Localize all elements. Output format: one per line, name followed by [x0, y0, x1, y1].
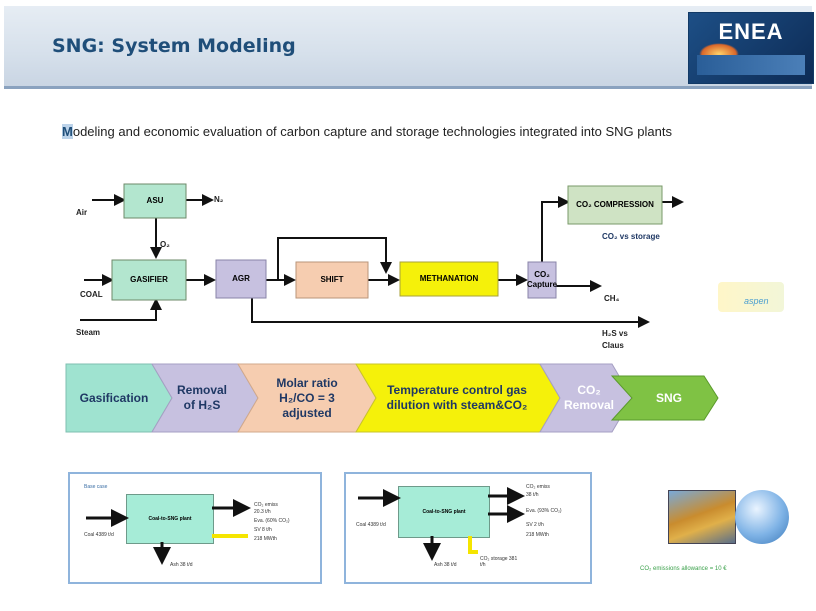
mini-base-out-2: Eva. (60% CO₂) [254, 518, 290, 524]
arrow-steam-gasifier [80, 298, 162, 321]
mini-base-tag: Base case [84, 484, 108, 490]
emissions-caption: CO₂ emissions allowance = 10 € [640, 566, 727, 572]
co2-compression-box: CO₂ COMPRESSION [576, 200, 654, 209]
arrow-capture-compression [541, 196, 570, 262]
agr-box: AGR [232, 274, 250, 283]
enea-logo: ENEA [688, 12, 814, 84]
intro-paragraph: Modeling and economic evaluation of carb… [62, 122, 782, 142]
coal-label: COAL [80, 290, 103, 299]
mini-base-out-1: 20.3 t/h [254, 509, 271, 515]
mini-ccs-out-3: SV 2 t/h [526, 522, 544, 528]
mini-base-out-4: 218 MWth [254, 536, 277, 542]
stage-co2-shape [539, 363, 633, 433]
mini-base-coal: Coal 4389 t/d [84, 532, 114, 538]
arrow-shift-bypass [277, 237, 392, 280]
mini-diagram-ccs: Coal-to-SNG plant Coal 4389 t/d Ash 38 t… [344, 472, 592, 584]
mini-ccs-ash: Ash 38 t/d [434, 562, 457, 568]
mini-diagram-base: Base case Coal-to-SNG plant Coal 4389 t/… [68, 472, 322, 584]
mini-ccs-out-1: 38 t/h [526, 492, 539, 498]
mini-base-arrows [86, 499, 251, 565]
intro-text: odeling and economic evaluation of carbo… [72, 124, 672, 139]
n2-label: N₂ [214, 195, 224, 204]
gasifier-box: GASIFIER [130, 275, 168, 284]
page-title: SNG: System Modeling [52, 35, 296, 57]
mini-ccs-storage: CO₂ storage 381 t/h [480, 556, 518, 568]
stage-sng-shape [610, 375, 719, 421]
co2-capture-box: CO₂ Capture [526, 270, 558, 289]
stage-h2s-removal: Removal of H₂S [176, 383, 228, 412]
plant-photo [668, 490, 736, 544]
logo-text: ENEA [718, 19, 784, 44]
gasifier-box-shape [111, 259, 187, 301]
steam-label: Steam [76, 328, 101, 337]
intro-first-letter: M [62, 124, 73, 139]
methanation-box-shape [399, 261, 499, 297]
air-label: Air [76, 208, 88, 217]
mini-ccs-out-0: CO₂ emiss [526, 484, 550, 490]
mini-base-plant-box: Coal-to-SNG plant [126, 494, 214, 544]
globe-icon [735, 490, 789, 544]
mini-base-out-3: SV 8 t/h [254, 527, 272, 533]
mini-ccs-out-2: Eva. (93% CO₂) [526, 508, 562, 514]
compression-box-shape [567, 185, 663, 225]
stage-temperature-control: Temperature control gas dilution with st… [386, 383, 528, 412]
o2-label: O₂ [160, 240, 170, 249]
stage-molar-ratio: Molar ratio H₂/CO = 3 adjusted [276, 375, 338, 420]
capture-box-shape [527, 261, 557, 299]
asu-box-shape [123, 183, 187, 219]
asu-box: ASU [146, 196, 164, 205]
header-band [4, 6, 812, 89]
mini-ccs-plant-box: Coal-to-SNG plant [398, 486, 490, 538]
aspen-logo-text: aspen [744, 296, 769, 306]
ch4-label: CH₄ [604, 294, 620, 303]
aspen-logo [718, 282, 784, 312]
mini-ccs-arrows [358, 487, 525, 561]
shift-box-shape [295, 261, 369, 299]
mini-ccs-out-4: 218 MWth [526, 532, 549, 538]
mini-ccs-coal: Coal 4389 t/d [356, 522, 386, 528]
agr-box-shape [215, 259, 267, 299]
methanation-box: METHANATION [419, 274, 479, 283]
co2-storage-label: CO₂ vs storage [602, 232, 660, 241]
arrow-agr-claus [251, 298, 650, 328]
stage-co2-removal: CO₂ Removal [563, 383, 615, 412]
stage-gasification: Gasification [79, 390, 149, 405]
stage-sng: SNG [655, 390, 682, 405]
mini-base-ash: Ash 38 t/d [170, 562, 193, 568]
shift-box: SHIFT [320, 275, 344, 284]
flow-arrows [80, 194, 684, 328]
h2s-claus-label: H₂S vs Claus [602, 329, 628, 350]
mini-base-out-0: CO₂ emiss [254, 502, 278, 508]
logo-strip [697, 55, 805, 75]
